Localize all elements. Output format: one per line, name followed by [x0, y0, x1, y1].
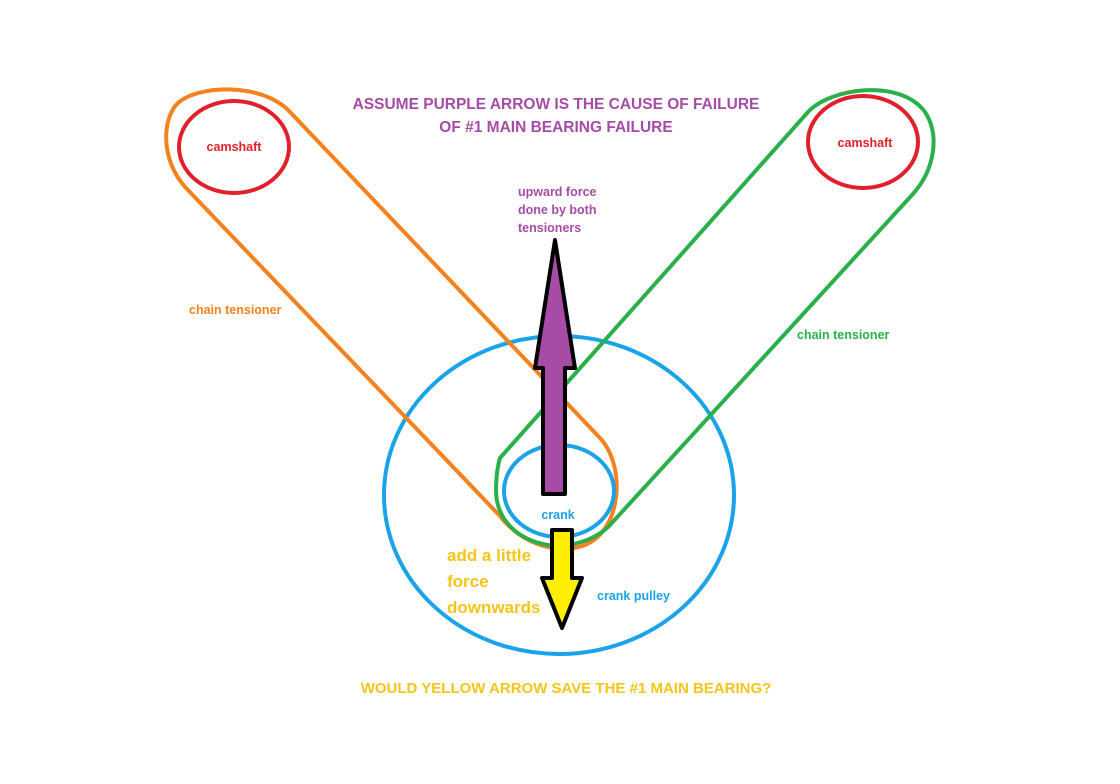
right-chain-loop	[494, 88, 936, 548]
left-chain-loop	[164, 87, 619, 551]
right-chain-tensioner-label: chain tensioner	[797, 328, 890, 342]
crank-label: crank	[541, 508, 574, 522]
downward-force-label-line-1: add a little	[447, 546, 531, 565]
upward-force-arrow	[533, 238, 577, 496]
bottom-question: WOULD YELLOW ARROW SAVE THE #1 MAIN BEAR…	[361, 680, 772, 697]
left-camshaft-circle	[177, 99, 291, 195]
left-camshaft-label: camshaft	[207, 140, 263, 154]
upward-force-label-line-1: upward force	[518, 185, 597, 199]
downward-force-label-line-2: force	[447, 572, 489, 591]
right-camshaft-label: camshaft	[838, 136, 894, 150]
crank-pulley-label: crank pulley	[597, 589, 670, 603]
downward-force-arrow	[540, 528, 584, 630]
title-line-1: ASSUME PURPLE ARROW IS THE CAUSE OF FAIL…	[353, 96, 760, 113]
upward-force-label-line-2: done by both	[518, 203, 596, 217]
title-line-2: OF #1 MAIN BEARING FAILURE	[439, 119, 672, 136]
downward-force-label-line-3: downwards	[447, 598, 541, 617]
upward-force-label-line-3: tensioners	[518, 221, 581, 235]
right-camshaft-circle	[806, 94, 920, 190]
left-chain-tensioner-label: chain tensioner	[189, 303, 282, 317]
